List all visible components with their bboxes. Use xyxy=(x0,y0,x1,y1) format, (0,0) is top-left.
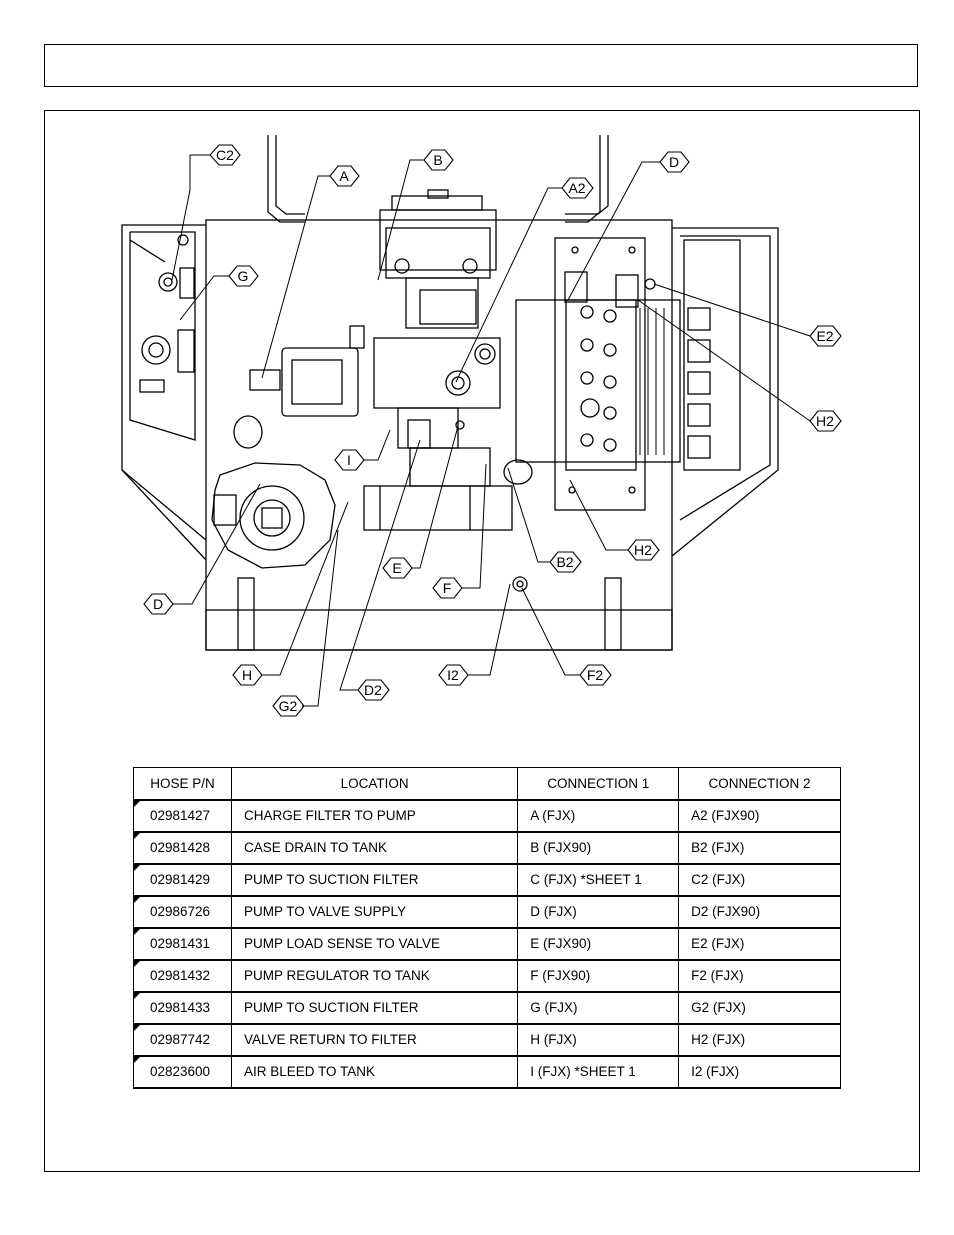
connection-2: C2 (FJX) xyxy=(678,863,841,896)
table-row: 02981429 PUMP TO SUCTION FILTER C (FJX) … xyxy=(133,863,841,896)
label-H2-lower: H2 xyxy=(634,542,652,558)
connection-2: F2 (FJX) xyxy=(678,959,841,992)
label-A: A xyxy=(339,168,349,184)
header-box xyxy=(44,44,918,87)
table-row: 02986726 PUMP TO VALVE SUPPLY D (FJX) D2… xyxy=(133,895,841,928)
connection-1: B (FJX90) xyxy=(517,831,680,864)
hose-pn: 02981431 xyxy=(133,927,232,960)
header-connection-1: CONNECTION 1 xyxy=(517,767,680,800)
connection-1: E (FJX90) xyxy=(517,927,680,960)
location: PUMP TO SUCTION FILTER xyxy=(230,863,519,896)
connection-2: B2 (FJX) xyxy=(678,831,841,864)
hose-pn: 02987742 xyxy=(133,1023,232,1056)
hose-pn: 02986726 xyxy=(133,895,232,928)
label-E2: E2 xyxy=(816,328,833,344)
label-G2: G2 xyxy=(279,698,298,714)
label-H2: H2 xyxy=(816,413,834,429)
label-G: G xyxy=(238,268,249,284)
connection-2: D2 (FJX90) xyxy=(678,895,841,928)
table-row: 02987742 VALVE RETURN TO FILTER H (FJX) … xyxy=(133,1023,841,1056)
connection-1: D (FJX) xyxy=(517,895,680,928)
leader-lines xyxy=(171,154,811,707)
location: VALVE RETURN TO FILTER xyxy=(230,1023,519,1056)
label-I: I xyxy=(347,452,351,468)
location: PUMP TO SUCTION FILTER xyxy=(230,991,519,1024)
connection-2: G2 (FJX) xyxy=(678,991,841,1024)
connection-1: A (FJX) xyxy=(517,799,680,832)
label-E: E xyxy=(392,560,401,576)
label-I2: I2 xyxy=(447,667,459,683)
connection-2: E2 (FJX) xyxy=(678,927,841,960)
main-frame xyxy=(44,110,920,1172)
location: CASE DRAIN TO TANK xyxy=(230,831,519,864)
hose-table: HOSE P/N LOCATION CONNECTION 1 CONNECTIO… xyxy=(133,767,841,1089)
machine-drawing xyxy=(121,135,779,651)
label-B2: B2 xyxy=(556,554,573,570)
location: PUMP TO VALVE SUPPLY xyxy=(230,895,519,928)
label-F: F xyxy=(443,580,452,596)
table-row: 02823600 AIR BLEED TO TANK I (FJX) *SHEE… xyxy=(133,1055,841,1088)
label-D-top: D xyxy=(669,154,679,170)
header-connection-2: CONNECTION 2 xyxy=(678,767,841,800)
callout-text: C2 A B A2 D G E2 H2 I H2 B2 E F D H I2 F… xyxy=(153,147,834,714)
connection-1: I (FJX) *SHEET 1 xyxy=(517,1055,680,1088)
label-F2: F2 xyxy=(587,667,604,683)
connection-2: A2 (FJX90) xyxy=(678,799,841,832)
table-row: 02981427 CHARGE FILTER TO PUMP A (FJX) A… xyxy=(133,799,841,832)
connection-1: C (FJX) *SHEET 1 xyxy=(517,863,680,896)
table-row: 02981431 PUMP LOAD SENSE TO VALVE E (FJX… xyxy=(133,927,841,960)
header-hose-pn: HOSE P/N xyxy=(133,767,232,800)
hose-pn: 02823600 xyxy=(133,1055,232,1088)
location: CHARGE FILTER TO PUMP xyxy=(230,799,519,832)
hose-pn: 02981433 xyxy=(133,991,232,1024)
location: AIR BLEED TO TANK xyxy=(230,1055,519,1088)
hose-pn: 02981427 xyxy=(133,799,232,832)
connection-1: H (FJX) xyxy=(517,1023,680,1056)
connection-2: I2 (FJX) xyxy=(678,1055,841,1088)
hose-pn: 02981429 xyxy=(133,863,232,896)
location: PUMP REGULATOR TO TANK xyxy=(230,959,519,992)
table-row: 02981433 PUMP TO SUCTION FILTER G (FJX) … xyxy=(133,991,841,1024)
hose-pn: 02981428 xyxy=(133,831,232,864)
callout-labels xyxy=(143,144,842,717)
table-row: 02981432 PUMP REGULATOR TO TANK F (FJX90… xyxy=(133,959,841,992)
label-A2: A2 xyxy=(568,180,585,196)
header-location: LOCATION xyxy=(230,767,519,800)
label-C2: C2 xyxy=(216,147,234,163)
label-D-bottom: D xyxy=(153,596,163,612)
connection-1: F (FJX90) xyxy=(517,959,680,992)
label-B: B xyxy=(433,152,442,168)
hydraulic-diagram: C2 A B A2 D G E2 H2 I H2 B2 E F D H I2 F… xyxy=(121,135,842,717)
label-D2: D2 xyxy=(364,682,382,698)
connection-1: G (FJX) xyxy=(517,991,680,1024)
table-header-row: HOSE P/N LOCATION CONNECTION 1 CONNECTIO… xyxy=(133,767,841,800)
table-row: 02981428 CASE DRAIN TO TANK B (FJX90) B2… xyxy=(133,831,841,864)
connection-2: H2 (FJX) xyxy=(678,1023,841,1056)
hose-pn: 02981432 xyxy=(133,959,232,992)
label-H: H xyxy=(242,667,252,683)
location: PUMP LOAD SENSE TO VALVE xyxy=(230,927,519,960)
